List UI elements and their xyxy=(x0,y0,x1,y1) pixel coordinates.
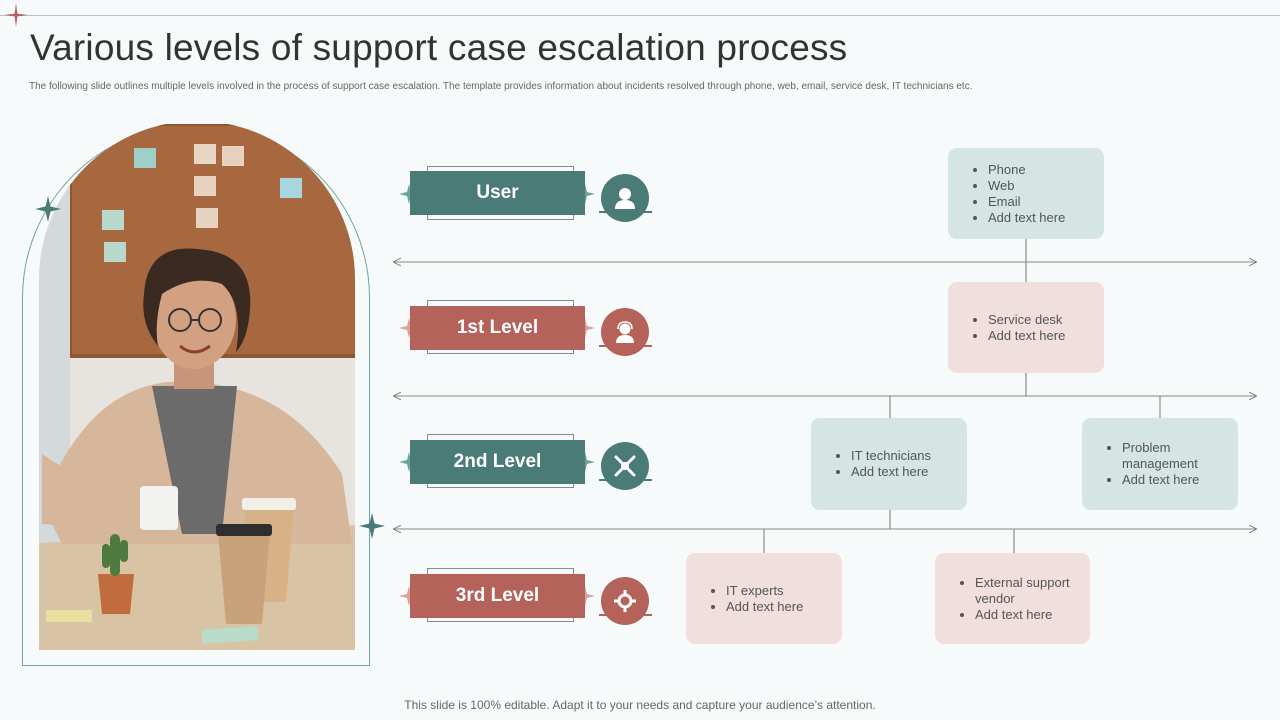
level-label-user: User xyxy=(410,171,585,215)
icon-base-2nd xyxy=(599,479,652,481)
card-it-technicians: IT technicians Add text here xyxy=(811,418,967,510)
card-service-desk: Service desk Add text here xyxy=(948,282,1104,373)
list-item: IT technicians xyxy=(851,448,931,464)
list-item: External support vendor xyxy=(975,575,1080,607)
photo-woman-office-icon xyxy=(39,124,355,650)
list-item: IT experts xyxy=(726,583,803,599)
level-label-2nd: 2nd Level xyxy=(410,440,585,484)
level-label-1st: 1st Level xyxy=(410,306,585,350)
page-title: Various levels of support case escalatio… xyxy=(30,27,848,68)
top-rule xyxy=(0,15,1280,16)
page-subtitle: The following slide outlines multiple le… xyxy=(29,81,973,92)
list-item: Add text here xyxy=(726,599,803,615)
level-label-3rd: 3rd Level xyxy=(410,574,585,618)
card-user-channels: Phone Web Email Add text here xyxy=(948,148,1104,239)
support-agent-icon xyxy=(601,308,649,356)
list-item: Add text here xyxy=(988,328,1065,344)
card-external-vendor: External support vendor Add text here xyxy=(935,553,1090,644)
list-item: Email xyxy=(988,194,1065,210)
list-item: Add text here xyxy=(988,210,1065,226)
corner-star-icon xyxy=(4,3,28,27)
tools-icon xyxy=(601,442,649,490)
list-item: Add text here xyxy=(851,464,931,480)
photo-frame xyxy=(22,124,374,670)
list-item: Problem management xyxy=(1122,440,1228,472)
user-icon xyxy=(601,174,649,222)
footer-note: This slide is 100% editable. Adapt it to… xyxy=(404,698,876,712)
list-item: Add text here xyxy=(975,607,1080,623)
icon-base-user xyxy=(599,211,652,213)
list-item: Web xyxy=(988,178,1065,194)
icon-base-1st xyxy=(599,345,652,347)
icon-base-3rd xyxy=(599,614,652,616)
list-item: Phone xyxy=(988,162,1065,178)
card-problem-management: Problem management Add text here xyxy=(1082,418,1238,510)
list-item: Add text here xyxy=(1122,472,1228,488)
card-it-experts: IT experts Add text here xyxy=(686,553,842,644)
list-item: Service desk xyxy=(988,312,1065,328)
gear-service-icon xyxy=(601,577,649,625)
